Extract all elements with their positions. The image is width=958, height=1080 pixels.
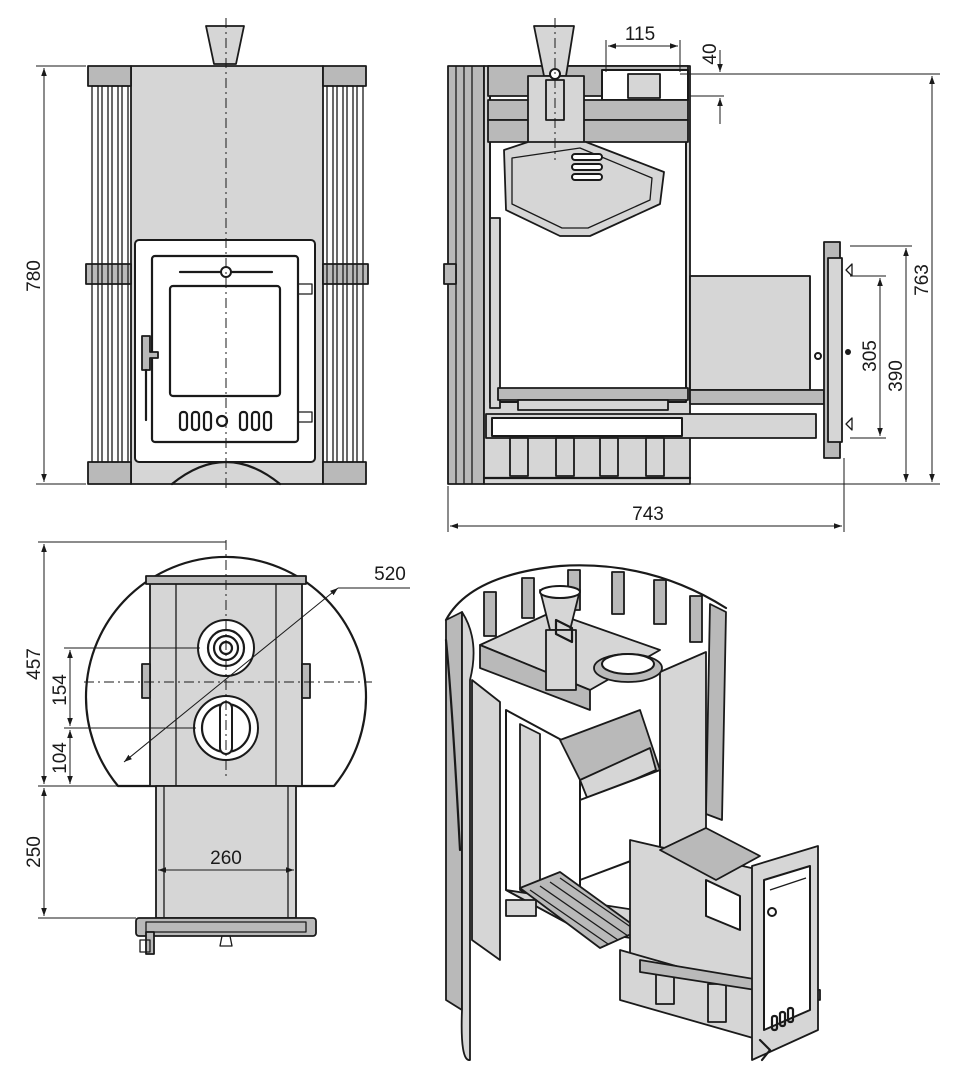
dim-top-diameter: 520 bbox=[374, 564, 406, 585]
iso-grate bbox=[519, 871, 641, 949]
side-legs bbox=[509, 437, 665, 477]
dim-tunnel-width: 260 bbox=[210, 848, 242, 869]
iso-door-vents bbox=[770, 1006, 795, 1032]
front-door-glass bbox=[168, 284, 282, 398]
front-door bbox=[150, 254, 300, 444]
side-heat-chamber bbox=[503, 141, 665, 237]
front-chimney bbox=[205, 25, 245, 65]
iso-body-left bbox=[471, 679, 501, 961]
dim-line-520 bbox=[123, 587, 339, 763]
front-view: 780 bbox=[24, 18, 369, 492]
dim-side-chimney-width: 115 bbox=[625, 24, 655, 45]
dim-side-total-depth: 743 bbox=[632, 504, 664, 525]
front-left-cap-bottom bbox=[87, 461, 132, 485]
front-right-rods bbox=[326, 85, 364, 463]
dim-top-hole-offset: 154 bbox=[50, 674, 71, 706]
front-right-cap-bottom bbox=[322, 461, 367, 485]
dim-side-chimney-offset: 40 bbox=[700, 43, 721, 64]
dim-side-door-outer: 390 bbox=[886, 360, 907, 392]
top-door-plate bbox=[135, 917, 317, 937]
iso-right-panel bbox=[659, 651, 707, 851]
front-left-rods bbox=[91, 85, 129, 463]
iso-right-shell bbox=[705, 603, 727, 821]
front-bottom-vents bbox=[178, 410, 273, 432]
top-circle-outline bbox=[84, 555, 368, 788]
side-tunnel bbox=[689, 275, 811, 391]
dim-front-height: 780 bbox=[24, 260, 45, 292]
dim-side-door-inner: 305 bbox=[860, 340, 881, 372]
front-left-cap-top bbox=[87, 65, 132, 87]
top-view: 520 457 154 104 250 260 bbox=[24, 540, 410, 955]
dim-top-hole-spacing: 104 bbox=[50, 742, 71, 774]
side-view: 115 40 763 390 305 743 bbox=[443, 18, 940, 532]
front-door-handle bbox=[141, 335, 159, 371]
isometric-cutaway bbox=[444, 564, 821, 1062]
front-right-band bbox=[322, 263, 369, 285]
top-tunnel bbox=[155, 785, 297, 919]
dim-top-depth: 457 bbox=[24, 648, 45, 680]
front-right-cap-top bbox=[322, 65, 367, 87]
dim-side-total-height: 763 bbox=[912, 264, 933, 296]
dim-tunnel-length: 250 bbox=[24, 836, 45, 868]
